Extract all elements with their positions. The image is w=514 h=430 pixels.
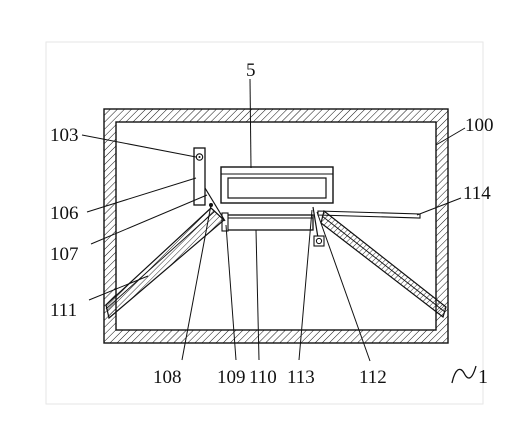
label-114: 114 xyxy=(463,183,491,204)
figure-number: 1 xyxy=(478,366,488,388)
housing-wall xyxy=(103,108,449,344)
chute-111 xyxy=(105,207,225,320)
label-108: 108 xyxy=(153,367,182,388)
label-5: 5 xyxy=(246,60,256,81)
label-113: 113 xyxy=(287,367,315,388)
hinge-113 xyxy=(312,206,325,247)
labels: 5 103 100 106 114 107 111 108 109 110 11… xyxy=(50,60,494,388)
figure-marker: 1 xyxy=(451,365,488,388)
label-100: 100 xyxy=(465,115,494,136)
label-106: 106 xyxy=(50,203,79,224)
label-109: 109 xyxy=(217,367,246,388)
label-111: 111 xyxy=(50,300,77,321)
label-110: 110 xyxy=(249,367,277,388)
label-103: 103 xyxy=(50,125,79,146)
component-5 xyxy=(220,166,334,204)
label-112: 112 xyxy=(359,367,387,388)
leader-lines xyxy=(81,78,466,362)
tilde-mark xyxy=(451,365,477,384)
bracket-106 xyxy=(193,147,206,206)
component-110 xyxy=(221,212,314,232)
chute-112 xyxy=(320,209,447,319)
image-border xyxy=(45,41,484,405)
label-107: 107 xyxy=(50,244,79,265)
